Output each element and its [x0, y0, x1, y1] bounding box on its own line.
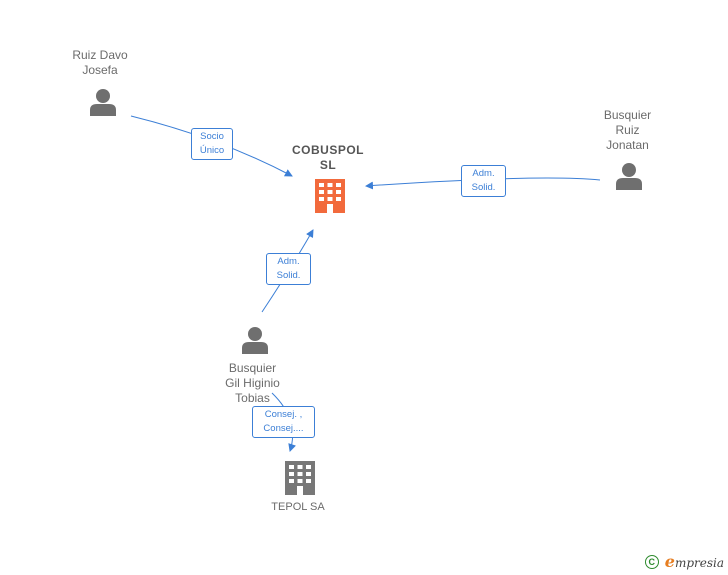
edge-label-consej[interactable]: Consej. , Consej....: [252, 406, 315, 438]
copyright-icon: C: [644, 554, 659, 569]
building-icon-cobuspol[interactable]: [315, 179, 345, 213]
edge-busquier-ruiz-to-cobuspol: [365, 177, 601, 190]
person-icon[interactable]: [616, 163, 642, 190]
person-icon[interactable]: [242, 327, 268, 354]
person-icon[interactable]: [90, 89, 116, 116]
node-label-busquier-gil[interactable]: Busquier Gil Higinio Tobias: [225, 361, 280, 405]
node-label-cobuspol[interactable]: COBUSPOL SL: [291, 143, 364, 172]
node-label-tepol[interactable]: TEPOL SA: [271, 501, 325, 513]
edge-label-adm-solid-busquier-gil[interactable]: Adm. Solid.: [266, 253, 311, 285]
empresia-logo[interactable]: empresia: [664, 552, 724, 571]
node-label-busquier-ruiz[interactable]: Busquier Ruiz Jonatan: [603, 108, 652, 152]
edge-label-socio-unico[interactable]: Socio Único: [191, 128, 233, 160]
edge-label-adm-solid-busquier-ruiz[interactable]: Adm. Solid.: [461, 165, 506, 197]
copyright-footer: C empresia: [644, 552, 724, 571]
node-label-ruiz-davo[interactable]: Ruiz Davo Josefa: [72, 48, 128, 77]
building-icon-tepol[interactable]: [285, 461, 315, 495]
